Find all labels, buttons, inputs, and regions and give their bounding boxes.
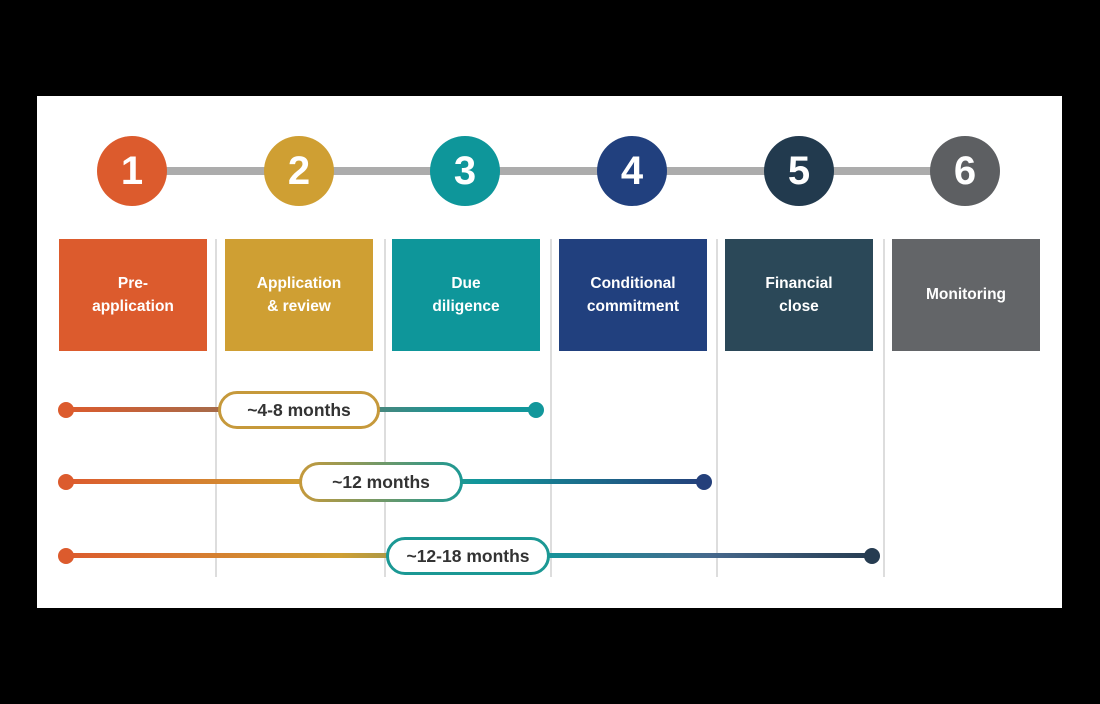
- duration-pill-1: ~4-8 months: [218, 391, 380, 429]
- step-circle-3: 3: [430, 136, 500, 206]
- phase-box-due-diligence: Due diligence: [392, 239, 540, 351]
- duration-pill-3: ~12-18 months: [386, 537, 550, 575]
- timeline-1-start-dot-icon: [58, 402, 74, 418]
- process-timeline-panel: 1 2 3 4 5 6 Pre- application Application…: [37, 96, 1062, 608]
- timeline-3-end-dot-icon: [864, 548, 880, 564]
- duration-pill-1-label: ~4-8 months: [247, 399, 351, 420]
- step-circle-6: 6: [930, 136, 1000, 206]
- step-circle-4: 4: [597, 136, 667, 206]
- step-circle-5: 5: [764, 136, 834, 206]
- duration-pill-2: ~12 months: [299, 462, 463, 502]
- duration-pill-2-label: ~12 months: [332, 471, 430, 492]
- column-divider-4: [716, 239, 718, 577]
- column-divider-3: [550, 239, 552, 577]
- timeline-2-end-dot-icon: [696, 474, 712, 490]
- phase-box-conditional-commitment: Conditional commitment: [559, 239, 707, 351]
- timeline-1-end-dot-icon: [528, 402, 544, 418]
- phase-box-financial-close: Financial close: [725, 239, 873, 351]
- timeline-2-start-dot-icon: [58, 474, 74, 490]
- column-divider-5: [883, 239, 885, 577]
- phase-box-pre-application: Pre- application: [59, 239, 207, 351]
- duration-pill-3-label: ~12-18 months: [406, 545, 530, 566]
- phase-box-application-review: Application & review: [225, 239, 373, 351]
- timeline-3-start-dot-icon: [58, 548, 74, 564]
- duration-pill-2-inner: ~12 months: [302, 465, 460, 499]
- step-circle-1: 1: [97, 136, 167, 206]
- phase-box-monitoring: Monitoring: [892, 239, 1040, 351]
- step-circle-2: 2: [264, 136, 334, 206]
- stepper-connector-line: [132, 167, 966, 175]
